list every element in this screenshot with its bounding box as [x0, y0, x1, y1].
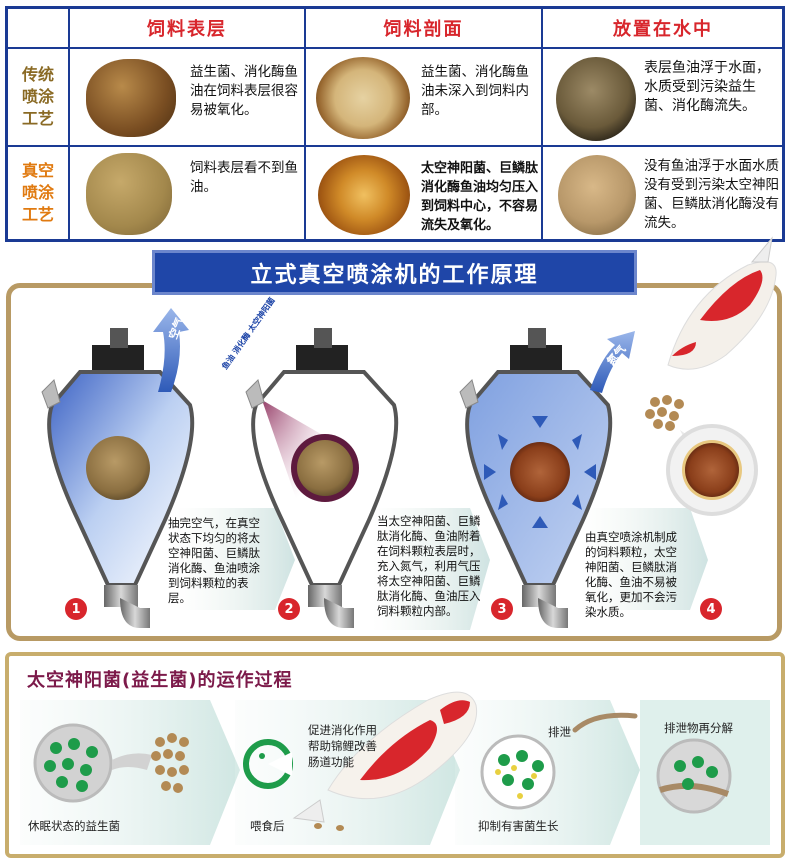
header-section: 饲料剖面: [383, 19, 464, 40]
table-divider: [304, 9, 306, 239]
label-dormant: 休眠状态的益生菌: [28, 819, 120, 833]
step-3-text: 由真空喷涂机制成的饲料颗粒，太空神阳菌、巨鳞肽消化酶、鱼油不易被氧化，更加不会污…: [585, 530, 677, 619]
label-promote-digestion: 促进消化作用帮助锦鲤改善肠道功能: [308, 723, 377, 769]
pellet-traditional-water: [556, 57, 636, 141]
pellet-traditional-surface: [86, 59, 176, 137]
cell-vacuum-water: 没有鱼油浮于水面水质没有受到污染太空神阳菌、巨鳞肽消化酶没有流失。: [644, 158, 779, 231]
row-label-vacuum: 真空喷涂工艺: [21, 161, 54, 224]
step-number-4: 4: [700, 598, 722, 620]
cell-vacuum-section: 太空神阳菌、巨鳞肽消化酶鱼油均匀压入到饲料中心，不容易流失及氧化。: [421, 161, 539, 233]
cell-traditional-water: 表层鱼油浮于水面，水质受到污染益生菌、消化酶流失。: [644, 60, 770, 114]
label-inhibit: 抑制有害菌生长: [478, 819, 559, 833]
label-excrete: 排泄: [548, 725, 571, 739]
comparison-table: 饲料表层 饲料剖面 放置在水中 传统喷涂工艺 真空喷涂工艺 益生菌、消化酶鱼油在…: [5, 6, 785, 242]
cell-vacuum-surface: 饲料表层看不到鱼油。: [190, 160, 298, 195]
text-band: [175, 508, 295, 610]
text-band: [372, 508, 490, 630]
pellet-vacuum-water: [558, 155, 636, 235]
label-after-feeding: 喂食后: [250, 819, 285, 833]
koi-fish-top: [667, 236, 777, 370]
machine-2: 鱼油 消化酶 太空神阳菌: [219, 295, 399, 628]
table-divider: [8, 47, 782, 49]
pellet-traditional-section: [316, 57, 410, 139]
step-number-2: 2: [278, 598, 300, 620]
cell-traditional-surface: 益生菌、消化酶鱼油在饲料表层很容易被氧化。: [190, 64, 298, 118]
header-in-water: 放置在水中: [613, 19, 713, 40]
table-divider: [541, 9, 543, 239]
step-1-text: 抽完空气，在真空状态下均匀的将太空神阳菌、巨鳞肽消化酶、鱼油喷涂到饲料颗粒的表层…: [168, 516, 260, 605]
step-number-3: 3: [491, 598, 513, 620]
row-label-traditional: 传统喷涂工艺: [21, 65, 54, 128]
spray-label: 鱼油 消化酶 太空神阳菌: [219, 295, 276, 371]
table-divider: [68, 9, 70, 239]
label-decompose: 排泄物再分解: [664, 721, 733, 735]
pellet-vacuum-surface: [86, 153, 172, 235]
table-divider: [8, 145, 782, 147]
header-surface: 饲料表层: [147, 19, 227, 40]
process-title: 太空神阳菌(益生菌)的运作过程: [27, 670, 293, 691]
pellet-vacuum-section: [318, 155, 410, 235]
machine-1: 空气: [41, 308, 195, 628]
machine-3: 氮气: [459, 328, 635, 628]
feed-pellets-cluster: [645, 395, 684, 431]
machine-title: 立式真空喷涂机的工作原理: [152, 250, 637, 295]
step-number-1: 1: [65, 598, 87, 620]
text-band: [580, 508, 708, 610]
step-2-text: 当太空神阳菌、巨鳞肽消化酶、鱼油附着在饲料颗粒表层时，充入氮气，利用气压将太空神…: [377, 514, 481, 618]
cell-traditional-section: 益生菌、消化酶鱼油未深入到饲料内部。: [421, 64, 529, 118]
